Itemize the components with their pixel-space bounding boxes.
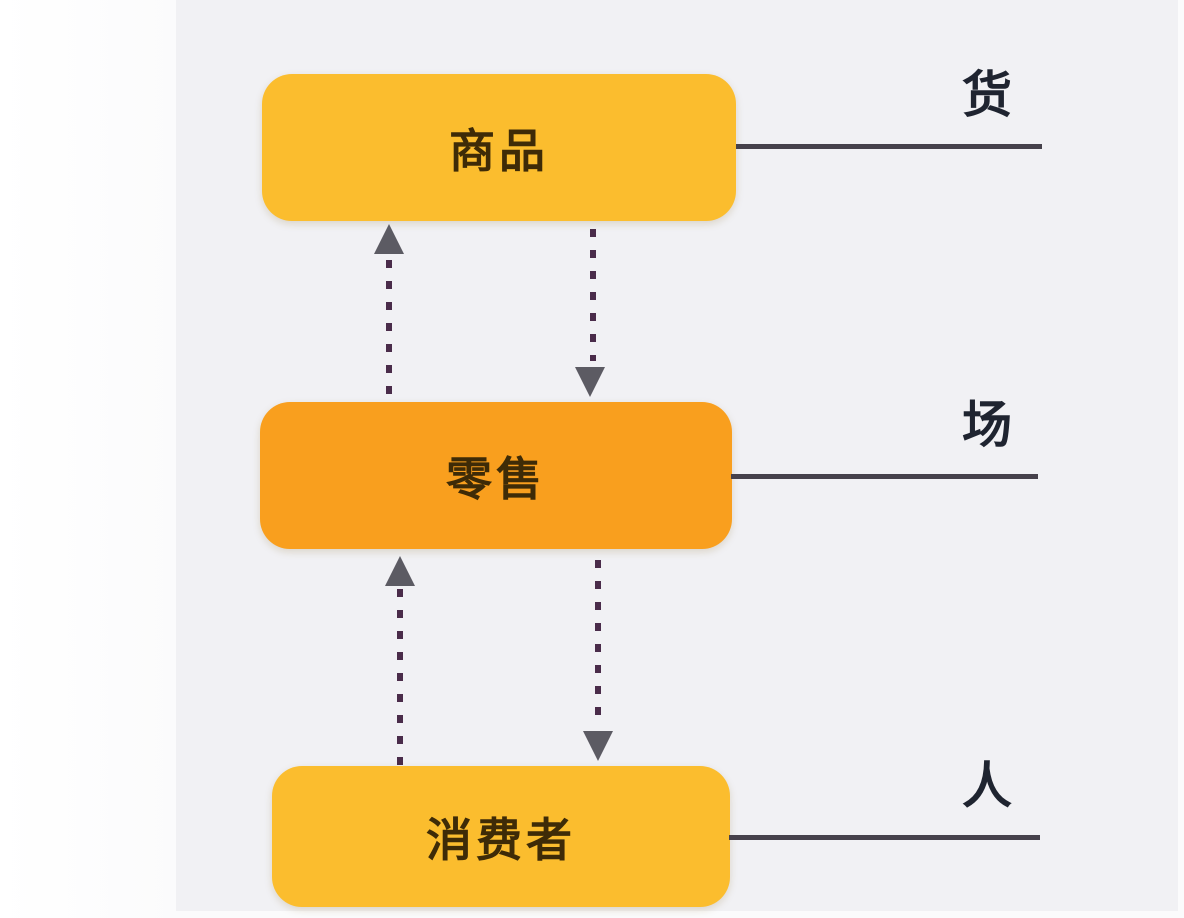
arrowhead-up-retail-to-goods-icon <box>374 224 404 254</box>
arrow-dash-retail-to-consumer <box>595 560 601 726</box>
node-goods-label: 商品 <box>449 124 549 177</box>
node-retail-label: 零售 <box>446 452 546 505</box>
arrow-dash-consumer-to-retail <box>397 589 403 766</box>
node-consumer: 消费者 <box>272 766 730 907</box>
connector-line-consumer <box>729 835 1040 840</box>
connector-line-goods <box>736 144 1042 149</box>
arrowhead-up-consumer-to-retail-icon <box>385 556 415 586</box>
side-label-people: 人 <box>962 758 1012 814</box>
arrow-dash-retail-to-goods <box>386 260 392 398</box>
side-label-goods: 货 <box>962 67 1012 123</box>
arrowhead-down-retail-to-consumer-icon <box>583 731 613 761</box>
connector-line-retail <box>731 474 1038 479</box>
arrowhead-down-goods-to-retail-icon <box>575 367 605 397</box>
node-goods: 商品 <box>262 74 736 221</box>
arrow-dash-goods-to-retail <box>590 229 596 361</box>
node-consumer-label: 消费者 <box>426 813 576 866</box>
side-label-place: 场 <box>962 397 1012 453</box>
node-retail: 零售 <box>260 402 732 549</box>
